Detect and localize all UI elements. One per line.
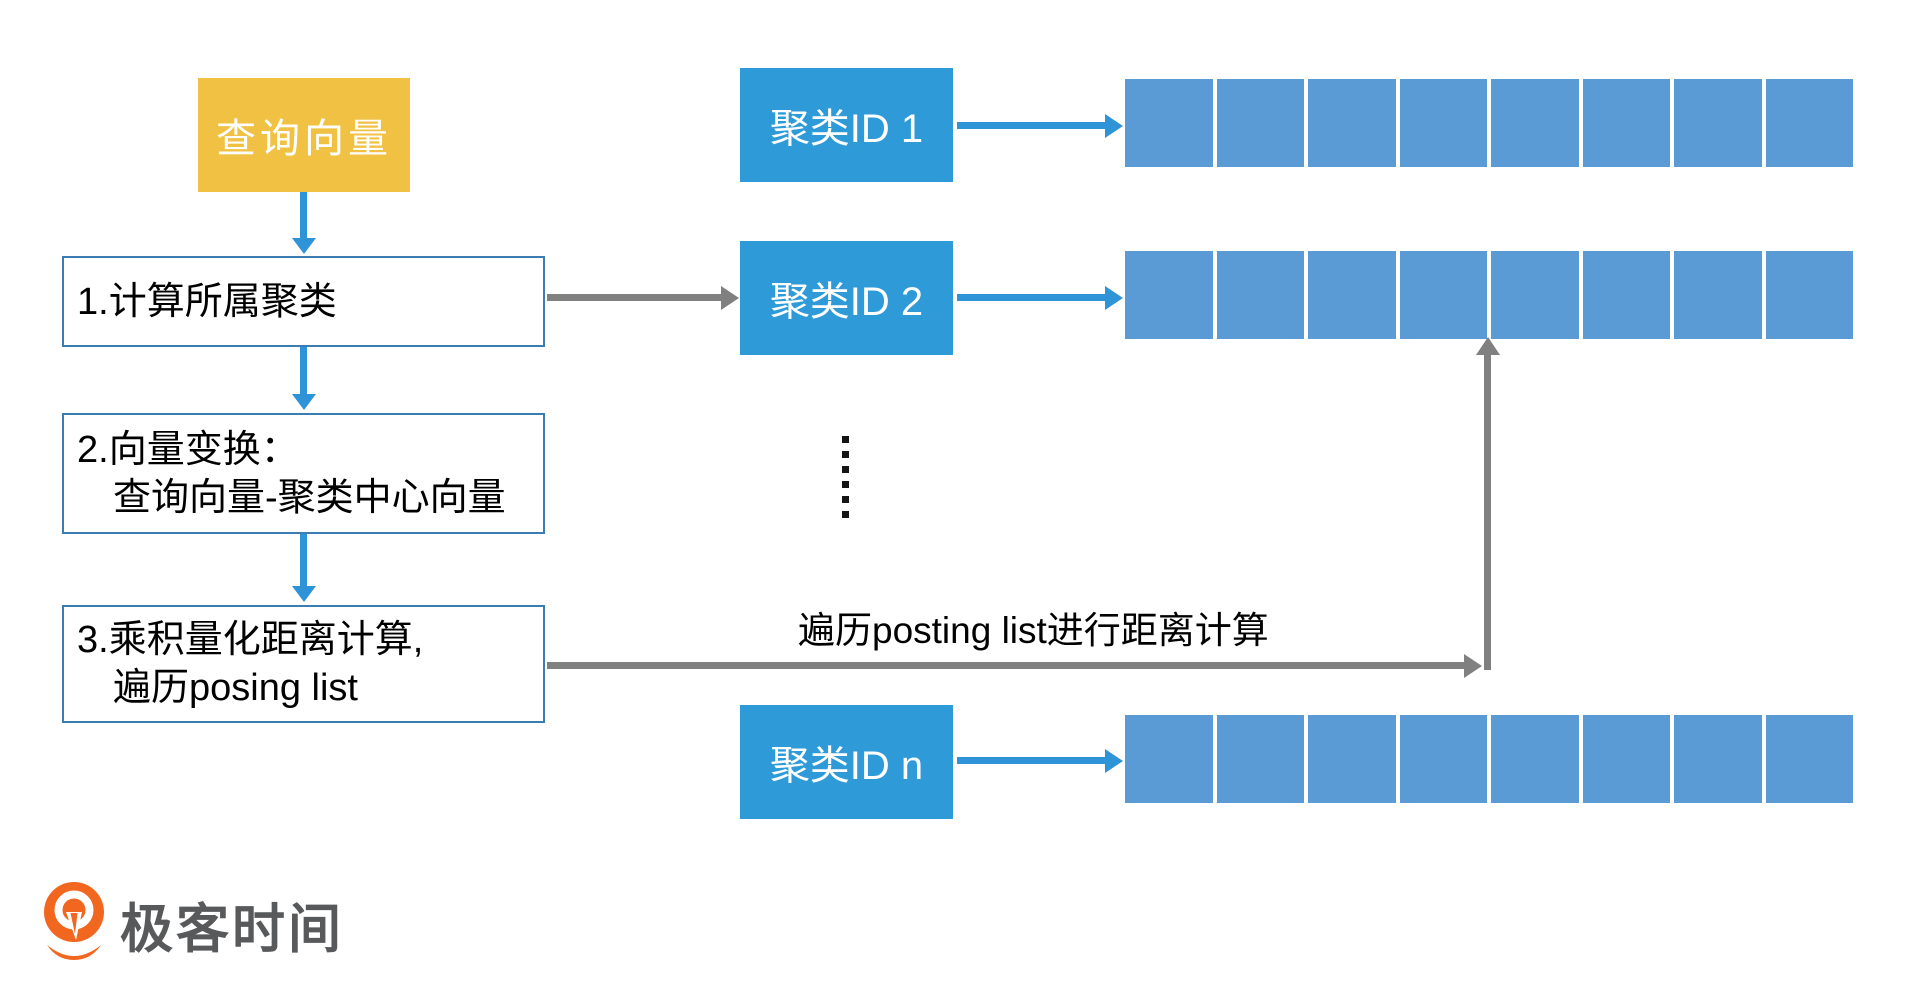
posting-cell (1491, 79, 1579, 167)
ellipsis-dot (842, 451, 849, 458)
ellipsis-dot (842, 436, 849, 443)
posting-cell (1216, 251, 1304, 339)
step3-box: 3.乘积量化距离计算, 遍历posing list (62, 605, 545, 723)
ellipsis-dot (842, 511, 849, 518)
posting-cell (1216, 79, 1304, 167)
ellipsis-dot (842, 466, 849, 473)
arrow-step1-to-cluster2 (547, 294, 721, 301)
posting-cell (1125, 79, 1213, 167)
arrow-cluster2-to-list2 (957, 294, 1105, 301)
posting-cell (1308, 715, 1396, 803)
posting-cell (1765, 715, 1853, 803)
arrow-traverse-up-to-list2 (1484, 355, 1491, 670)
ellipsis-dot (842, 481, 849, 488)
ellipsis-dots (842, 436, 849, 518)
cluster-id-n-box: 聚类ID n (740, 705, 953, 819)
query-vector-box: 查询向量 (198, 78, 410, 192)
cluster-id-2-box: 聚类ID 2 (740, 241, 953, 355)
arrow-cluster1-to-list1 (957, 122, 1105, 129)
cluster-id-1-label: 聚类ID 1 (769, 107, 924, 151)
query-vector-label: 查询向量 (216, 117, 392, 161)
cluster-id-n-label: 聚类ID n (769, 744, 924, 788)
arrow-step1-to-step2 (300, 347, 307, 394)
posting-cell (1399, 715, 1487, 803)
posting-cell (1125, 251, 1213, 339)
posting-cell (1125, 715, 1213, 803)
arrow-query-to-step1 (300, 192, 307, 238)
cluster-id-2-label: 聚类ID 2 (769, 280, 924, 324)
traverse-annotation: 遍历posting list进行距离计算 (798, 610, 1269, 651)
posting-cell (1674, 715, 1762, 803)
posting-cell (1399, 79, 1487, 167)
posting-list-2 (1125, 251, 1853, 339)
posting-list-3 (1125, 715, 1853, 803)
step2-box: 2.向量变换： 查询向量-聚类中心向量 (62, 413, 545, 534)
step2-line2: 查询向量-聚类中心向量 (113, 476, 506, 519)
step1-box: 1.计算所属聚类 (62, 256, 545, 347)
step2-line1: 2.向量变换： (77, 428, 299, 471)
geektime-pin-icon (44, 882, 104, 960)
posting-cell (1308, 251, 1396, 339)
posting-cell (1674, 79, 1762, 167)
posting-cell (1582, 251, 1670, 339)
arrow-step2-to-step3 (300, 534, 307, 586)
posting-cell (1491, 715, 1579, 803)
step1-line1: 1.计算所属聚类 (77, 280, 337, 323)
posting-cell (1491, 251, 1579, 339)
posting-cell (1765, 251, 1853, 339)
posting-cell (1216, 715, 1304, 803)
posting-cell (1399, 251, 1487, 339)
posting-cell (1582, 715, 1670, 803)
cluster-id-1-box: 聚类ID 1 (740, 68, 953, 182)
posting-cell (1674, 251, 1762, 339)
ellipsis-dot (842, 496, 849, 503)
arrow-clustern-to-list3 (957, 757, 1105, 764)
posting-cell (1308, 79, 1396, 167)
step3-line1: 3.乘积量化距离计算, (77, 619, 424, 661)
geektime-logo: 极客时间 (43, 880, 344, 970)
step3-line2: 遍历posing list (113, 667, 358, 709)
posting-cell (1582, 79, 1670, 167)
geektime-logo-text: 极客时间 (120, 900, 344, 959)
posting-cell (1765, 79, 1853, 167)
arrow-step3-traverse-horizontal (547, 662, 1464, 669)
posting-list-1 (1125, 79, 1853, 167)
